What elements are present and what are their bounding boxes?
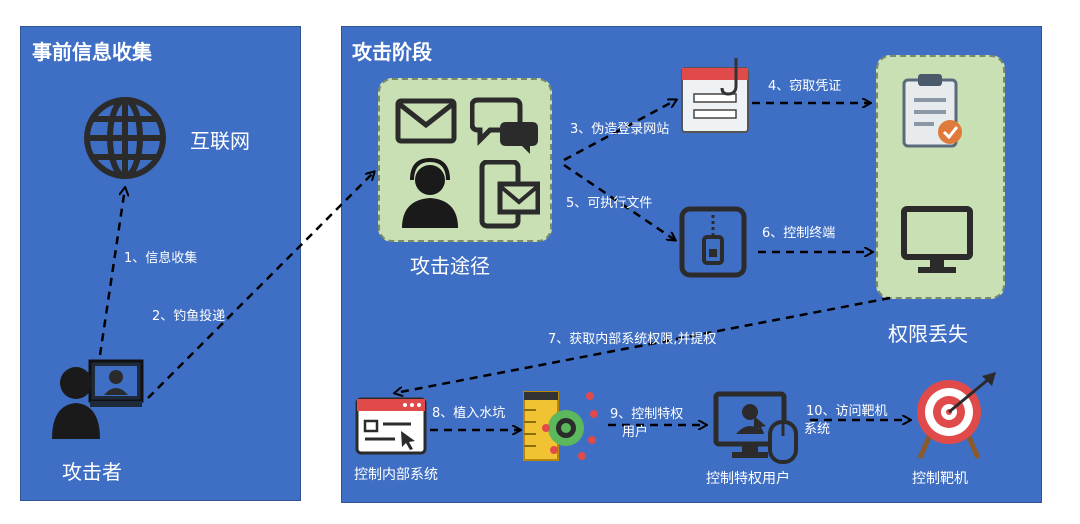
arrow-get-internal [395,296,891,393]
attack-route-label: 攻击途径 [410,254,490,278]
left-panel-title: 事前信息收集 [32,40,152,64]
monitor-icon [901,206,973,273]
chat-icon [470,97,538,154]
internet-label: 互联网 [190,129,250,153]
step-6-label: 6、控制终端 [762,226,836,241]
phishing-site-icon [681,58,749,133]
phone-mail-icon [479,160,540,229]
zip-file-icon [679,206,747,278]
mail-icon [395,98,457,144]
step-2-label: 2、钓鱼投递 [152,309,226,324]
clipboard-icon [902,74,962,148]
gear-ruler-icon [523,391,598,461]
attacker-icon [52,359,144,439]
step-3-label: 3、伪造登录网站 [570,122,670,137]
control-priv-user-label: 控制特权用户 [706,471,790,487]
agent-icon [402,158,458,228]
user-monitor-icon [713,391,798,464]
globe-icon [84,97,166,179]
step-9-label-a: 9、控制特权 [610,407,684,422]
arrow-info-collect [98,188,125,356]
step-9-label-b: 用户 [622,425,649,440]
step-4-label: 4、窃取凭证 [768,79,842,94]
step-10-label-b: 系统 [804,422,831,437]
control-target-label: 控制靶机 [912,471,968,487]
control-internal-label: 控制内部系统 [354,467,438,483]
attacker-label: 攻击者 [62,460,122,484]
arrow-fake-site [563,100,676,162]
step-8-label: 8、植入水坑 [432,406,506,421]
privilege-loss-label: 权限丢失 [888,322,968,346]
step-1-label: 1、信息收集 [124,251,198,266]
right-panel-title: 攻击阶段 [352,40,432,64]
arrow-phishing [147,172,374,399]
step-5-label: 5、可执行文件 [566,196,653,211]
step-7-label: 7、获取内部系统权限,并提权 [548,332,717,347]
browser-cursor-icon [355,397,427,455]
step-10-label-a: 10、访问靶机 [806,404,888,419]
target-icon [917,372,996,459]
